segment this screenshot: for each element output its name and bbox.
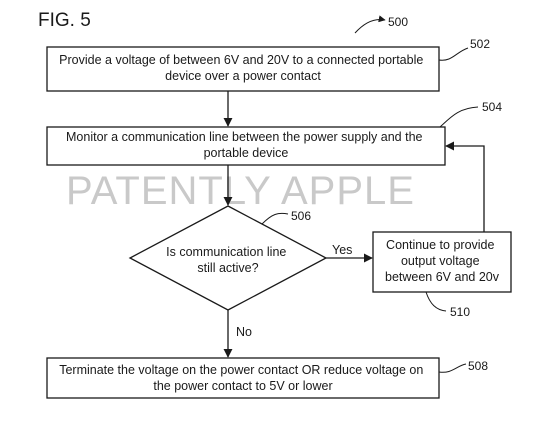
figure-label: FIG. 5 — [38, 10, 91, 31]
step-510-text: Continue to provide output voltage betwe… — [385, 238, 500, 284]
decision-506-line-1: Is communication line — [166, 245, 286, 259]
step-504-line-2: portable device — [204, 146, 289, 160]
figure-ref-leader — [354, 15, 386, 34]
arrow-loop-510-to-504 — [445, 141, 485, 232]
step-508-line-1: Terminate the voltage on the power conta… — [59, 363, 423, 377]
step-508-text: Terminate the voltage on the power conta… — [59, 363, 427, 393]
step-502-leader — [438, 47, 469, 61]
step-510-ref: 510 — [450, 305, 470, 319]
watermark-text: PATENTLY APPLE — [66, 169, 415, 213]
decision-506-leader — [261, 212, 289, 225]
decision-506-ref: 506 — [291, 209, 311, 223]
step-508-ref: 508 — [468, 359, 488, 373]
step-502-box — [46, 46, 440, 92]
step-508-line-2: the power contact to 5V or lower — [153, 379, 332, 393]
step-510-line-2: output voltage — [401, 254, 480, 268]
step-504-leader — [439, 106, 479, 128]
step-510-box — [372, 231, 512, 293]
step-504-text: Monitor a communication line between the… — [66, 130, 426, 160]
step-508-leader — [438, 363, 467, 373]
step-510-line-3: between 6V and 20v — [385, 270, 500, 284]
no-label: No — [236, 325, 252, 339]
decision-506-text: Is communication line still active? — [166, 245, 290, 275]
step-510-line-1: Continue to provide — [386, 238, 494, 252]
decision-506-line-2: still active? — [197, 261, 258, 275]
step-502-ref: 502 — [470, 37, 490, 51]
step-502-line-2: device over a power contact — [165, 69, 321, 83]
yes-label: Yes — [332, 243, 352, 257]
step-502-line-1: Provide a voltage of between 6V and 20V … — [59, 53, 423, 67]
step-510-leader — [425, 291, 447, 312]
step-502-text: Provide a voltage of between 6V and 20V … — [59, 53, 427, 83]
step-508-box — [46, 357, 440, 399]
figure-ref-number: 500 — [388, 15, 408, 29]
step-504-line-1: Monitor a communication line between the… — [66, 130, 423, 144]
step-504-ref: 504 — [482, 100, 502, 114]
step-504-box — [46, 126, 446, 166]
